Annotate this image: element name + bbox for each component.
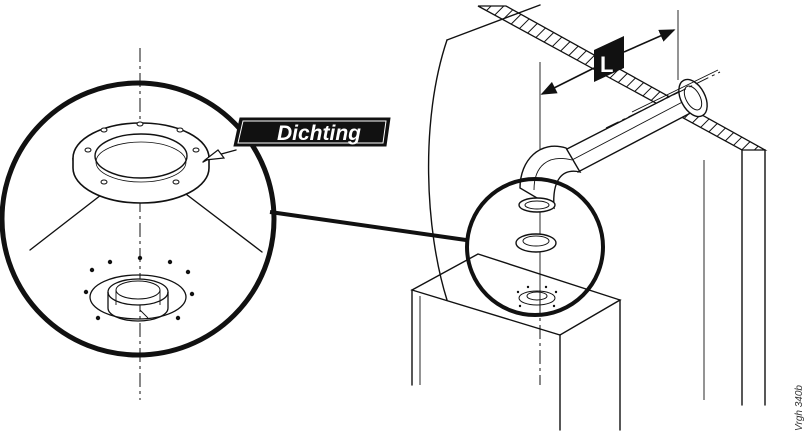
magnifier-circle-small xyxy=(465,177,605,317)
flue-connection-detail xyxy=(83,255,195,322)
wall-outline-curve xyxy=(427,39,448,301)
magnifier-connector xyxy=(269,210,467,242)
cone-line-left xyxy=(29,187,111,251)
magnifier-circle-large xyxy=(0,80,277,358)
dimension-label: L xyxy=(600,52,613,77)
seal-ring-small xyxy=(515,233,557,253)
seal-callout-label: Dichting xyxy=(277,122,361,145)
installation-overview: L xyxy=(410,4,805,431)
magnified-detail-view: Dichting xyxy=(0,48,467,400)
boiler-unit xyxy=(410,253,622,431)
flue-elbow xyxy=(518,145,582,213)
cone-line-right xyxy=(177,187,263,253)
seal-ring xyxy=(72,121,210,204)
flue-connection-small xyxy=(516,285,558,308)
reference-code: Vrgh 340b xyxy=(794,385,805,431)
flue-pipe xyxy=(564,69,721,173)
dimension-l: L xyxy=(539,10,679,300)
seal-callout: Dichting xyxy=(233,117,391,147)
